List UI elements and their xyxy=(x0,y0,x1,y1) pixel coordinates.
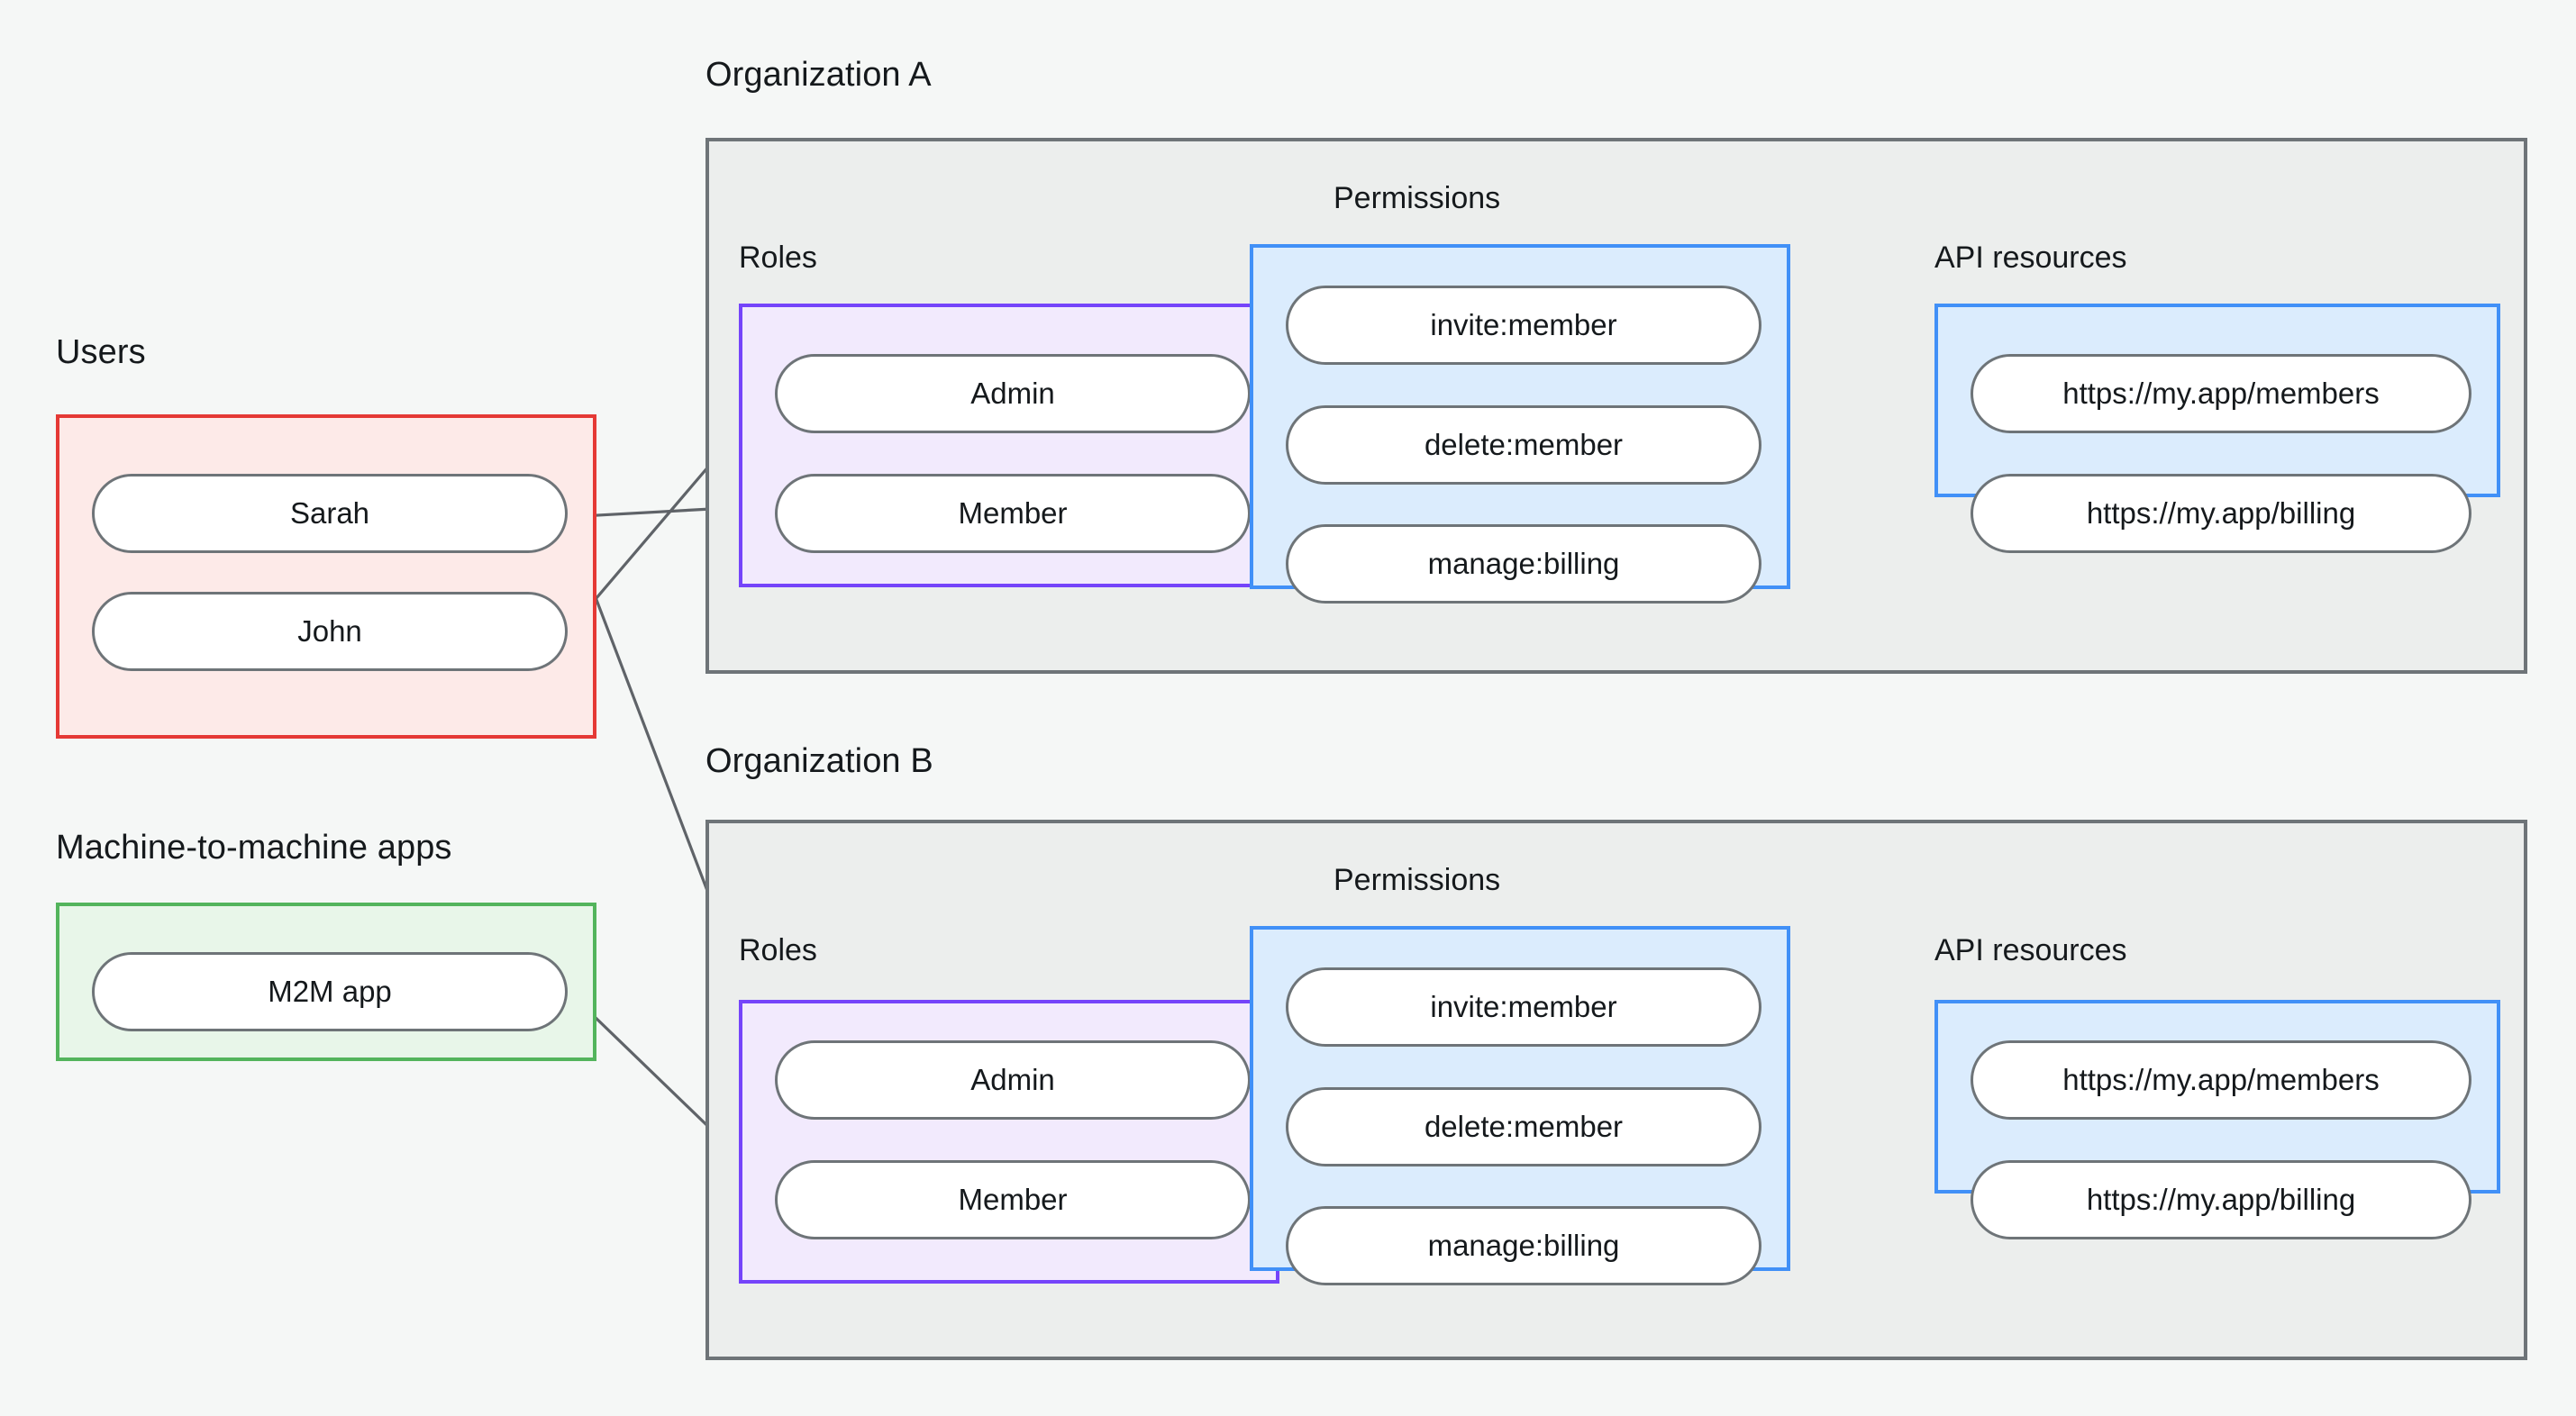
orgB-api-pill-members[interactable]: https://my.app/members xyxy=(1971,1040,2471,1120)
user-pill-sarah[interactable]: Sarah xyxy=(92,474,568,553)
orgB-roles-label: Roles xyxy=(739,933,817,967)
orgA-role-pill-admin[interactable]: Admin xyxy=(775,354,1251,433)
orgA-api-resources-container: https://my.app/members https://my.app/bi… xyxy=(1934,304,2500,553)
organization-b-label: Organization B xyxy=(705,742,933,780)
orgB-role-pill-admin[interactable]: Admin xyxy=(775,1040,1251,1120)
orgA-api-pill-billing[interactable]: https://my.app/billing xyxy=(1971,474,2471,553)
orgA-permissions-container: invite:member delete:member manage:billi… xyxy=(1250,244,1790,604)
orgA-roles-label: Roles xyxy=(739,241,817,275)
orgB-roles-container: Admin Member xyxy=(739,1000,1279,1284)
orgB-api-pill-billing[interactable]: https://my.app/billing xyxy=(1971,1160,2471,1239)
orgB-permission-pill-manage-billing[interactable]: manage:billing xyxy=(1286,1206,1761,1285)
orgB-permission-pill-delete-member[interactable]: delete:member xyxy=(1286,1087,1761,1166)
user-pill-john[interactable]: John xyxy=(92,592,568,671)
users-container: Sarah John xyxy=(56,414,596,739)
orgA-permission-pill-manage-billing[interactable]: manage:billing xyxy=(1286,524,1761,604)
orgA-api-pill-members[interactable]: https://my.app/members xyxy=(1971,354,2471,433)
machine-apps-group-label: Machine-to-machine apps xyxy=(56,829,452,867)
orgA-api-resources-label: API resources xyxy=(1934,241,2127,275)
orgB-permission-pill-invite-member[interactable]: invite:member xyxy=(1286,967,1761,1047)
orgA-roles-container: Admin Member xyxy=(739,304,1279,587)
orgB-permissions-container: invite:member delete:member manage:billi… xyxy=(1250,926,1790,1285)
orgA-permission-pill-invite-member[interactable]: invite:member xyxy=(1286,286,1761,365)
users-group-label: Users xyxy=(56,333,146,371)
orgA-permission-pill-delete-member[interactable]: delete:member xyxy=(1286,405,1761,485)
m2m-pill-app[interactable]: M2M app xyxy=(92,952,568,1031)
machine-apps-container: M2M app xyxy=(56,903,596,1061)
organization-b-container: Roles Admin Member Permissions invite:me… xyxy=(705,820,2527,1360)
orgB-api-resources-container: https://my.app/members https://my.app/bi… xyxy=(1934,1000,2500,1239)
orgB-role-pill-member[interactable]: Member xyxy=(775,1160,1251,1239)
organization-a-container: Roles Admin Member Permissions invite:me… xyxy=(705,138,2527,674)
orgA-role-pill-member[interactable]: Member xyxy=(775,474,1251,553)
orgA-permissions-label: Permissions xyxy=(1334,181,1501,215)
orgB-api-resources-label: API resources xyxy=(1934,933,2127,967)
organization-a-label: Organization A xyxy=(705,56,932,94)
orgB-permissions-label: Permissions xyxy=(1334,863,1501,897)
